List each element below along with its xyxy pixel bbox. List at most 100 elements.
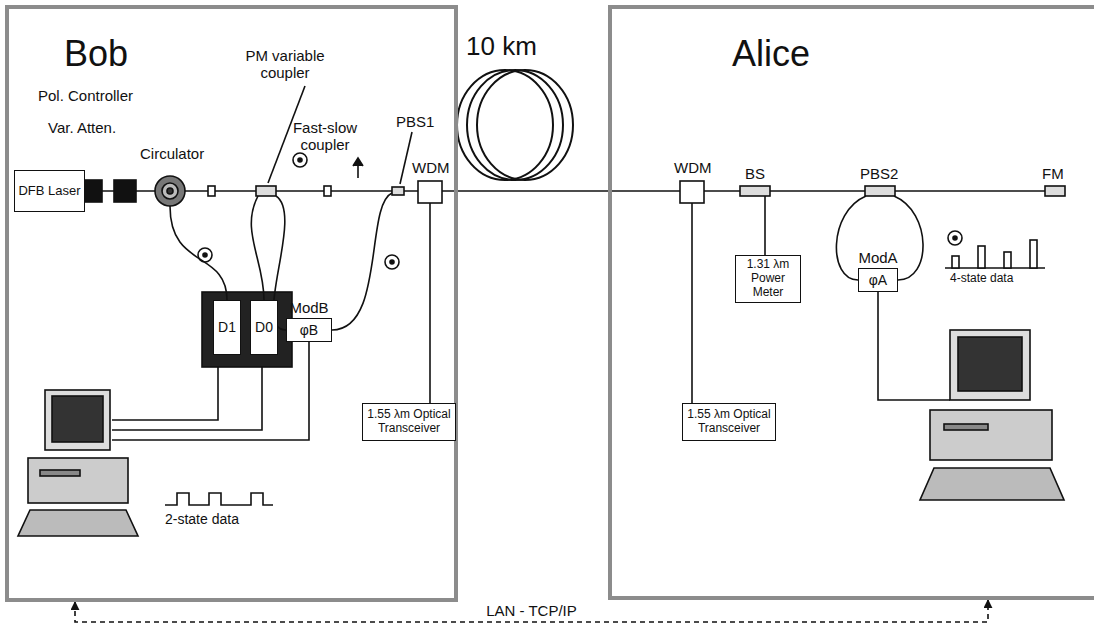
drawing-part-stroke xyxy=(353,158,363,166)
drawing-part-stroke xyxy=(298,158,302,162)
drawing-part-stroke xyxy=(155,176,185,206)
box-label: 1.31 λm Power Meter xyxy=(736,258,800,299)
box-content: D1 xyxy=(218,319,236,335)
drawing-part-stroke xyxy=(170,206,227,300)
drawing-part-stroke xyxy=(332,193,392,330)
alice-panel: Alice 1.31 λm Power Meter φAModA 1.55 λm Op… xyxy=(608,5,1094,600)
phase-symbol: φB xyxy=(300,322,318,338)
box-content: D0 xyxy=(255,319,273,335)
box-content: φA xyxy=(869,272,887,288)
box-content: 1.55 λm Optical Transceiver xyxy=(363,408,455,436)
alice-computer xyxy=(920,330,1064,500)
drawing-part-stroke xyxy=(40,470,80,476)
power-meter-box: 1.31 λm Power Meter xyxy=(735,255,801,303)
laser-box: DFB Laser xyxy=(14,170,85,212)
drawing-part-stroke xyxy=(112,342,309,440)
part-label: Fast-slow coupler xyxy=(290,120,360,153)
part-label: PBS1 xyxy=(396,114,434,131)
drawing-part-stroke xyxy=(740,186,770,196)
drawing-part-stroke xyxy=(978,246,985,268)
part-label: 4-state data xyxy=(950,272,1013,285)
drawing-part-stroke xyxy=(112,367,218,420)
drawing-part-stroke xyxy=(457,70,553,180)
box-label: D0 xyxy=(255,319,273,335)
drawing-part-stroke xyxy=(418,181,442,203)
phase-symbol: φA xyxy=(869,272,887,288)
part-label: BS xyxy=(745,166,765,183)
drawing-part-stroke xyxy=(930,410,1052,460)
transceiver-box: 1.55 λm Optical Transceiver xyxy=(682,403,776,441)
part-label: PM variable coupler xyxy=(240,48,330,81)
part-label: 2-state data xyxy=(165,512,239,527)
drawing-part-stroke xyxy=(477,70,573,180)
box-label: 1.55 λm Optical Transceiver xyxy=(683,408,775,436)
drawing-part-stroke xyxy=(208,186,215,196)
box-content: φB xyxy=(300,322,318,338)
drawing-part-stroke xyxy=(878,292,950,400)
part-label: Var. Atten. xyxy=(48,120,116,137)
box-label: DFB Laser xyxy=(18,184,80,199)
network-link xyxy=(75,600,988,622)
box-content: 1.55 λm Optical Transceiver xyxy=(683,408,775,436)
drawing-part-stroke xyxy=(467,70,563,180)
drawing-part-stroke xyxy=(165,493,273,505)
detector-box: D0 xyxy=(250,300,278,355)
detector-box: D1 xyxy=(213,300,241,355)
drawing-part-stroke xyxy=(45,390,110,450)
part-label: WDM xyxy=(674,160,712,177)
drawing-part-stroke xyxy=(400,132,412,184)
drawing-part-stroke xyxy=(114,180,136,202)
drawing-part-stroke xyxy=(202,292,292,367)
drawing-part-stroke xyxy=(944,424,988,430)
drawing-part-stroke xyxy=(392,187,404,195)
drawing-part-stroke xyxy=(203,253,207,257)
drawing-part-stroke xyxy=(950,330,1030,400)
drawing-part-stroke xyxy=(920,468,1064,500)
drawing-part-stroke xyxy=(52,396,103,442)
drawing-part-stroke xyxy=(865,186,895,196)
bob-computer xyxy=(18,390,273,536)
panel-title: Bob xyxy=(64,33,128,75)
drawing-part-stroke xyxy=(953,236,957,240)
drawing-part-stroke xyxy=(952,256,959,268)
drawing-part-stroke xyxy=(251,196,264,300)
drawing-part-stroke xyxy=(1045,186,1065,196)
drawing-part-stroke xyxy=(894,196,923,280)
modulator-box: φBModB xyxy=(286,318,332,342)
drawing-part-stroke xyxy=(28,458,128,503)
drawing-part-stroke xyxy=(764,196,766,255)
drawing-part-stroke xyxy=(1030,240,1037,268)
drawing-part-stroke xyxy=(293,153,307,167)
panel-title: Alice xyxy=(732,33,810,75)
part-label: 10 km xyxy=(466,32,537,61)
drawing-part-stroke xyxy=(198,248,212,262)
modulator-box: φAModA xyxy=(858,268,898,292)
fiber-spool xyxy=(457,70,573,180)
drawing-part-stroke xyxy=(390,260,394,264)
drawing-part-stroke xyxy=(1004,252,1011,268)
drawing-part-stroke xyxy=(112,367,262,430)
box-content: DFB Laser xyxy=(18,184,80,199)
alice-components xyxy=(680,181,1065,403)
drawing-part-stroke xyxy=(167,188,173,194)
drawing-part-stroke xyxy=(18,510,138,536)
part-label: PBS2 xyxy=(860,166,898,183)
drawing-part-stroke xyxy=(429,203,431,403)
part-label: FM xyxy=(1042,166,1064,183)
part-label: Circulator xyxy=(140,146,204,163)
box-content: 1.31 λm Power Meter xyxy=(736,258,800,299)
drawing-part-stroke xyxy=(680,181,704,203)
part-label: Pol. Controller xyxy=(38,88,133,105)
modulator-name: ModB xyxy=(289,299,328,316)
drawing-part-stroke xyxy=(162,183,178,199)
box-label: D1 xyxy=(218,319,236,335)
bob-components xyxy=(80,86,442,440)
drawing-part-stroke xyxy=(385,255,399,269)
drawing-part-stroke xyxy=(691,203,693,403)
drawing-part-stroke xyxy=(948,231,962,245)
drawing-part-stroke xyxy=(256,186,276,196)
box-label: 1.55 λm Optical Transceiver xyxy=(363,408,455,436)
drawing-part-stroke xyxy=(958,337,1022,391)
